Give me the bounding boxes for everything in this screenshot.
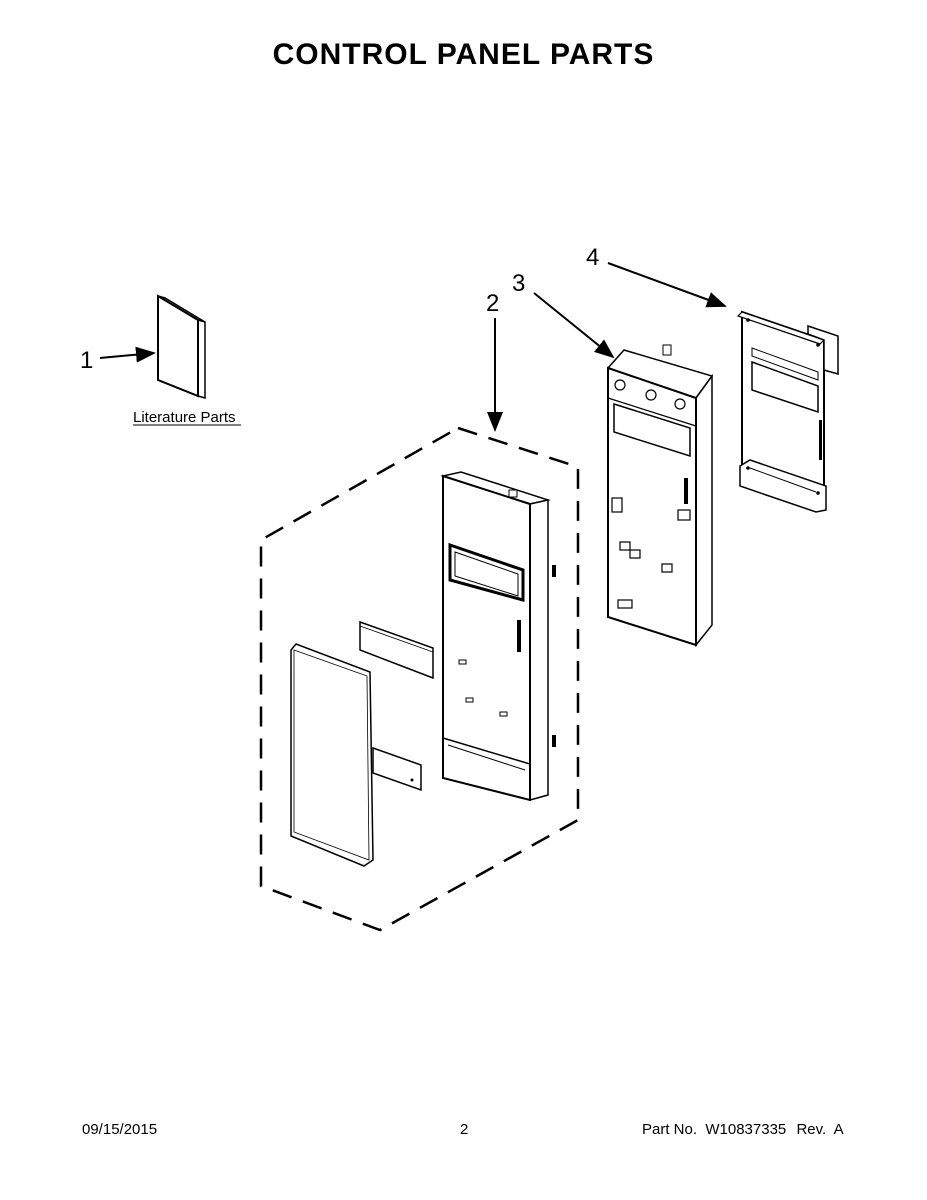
assembly-kit-boundary (259, 426, 580, 932)
footer-page-number: 2 (460, 1121, 469, 1138)
control-panel-frame (440, 471, 556, 802)
callout-2: 2 (486, 290, 499, 317)
page-title: CONTROL PANEL PARTS (272, 38, 655, 71)
literature-booklet (157, 294, 206, 399)
callout-1-arrow (99, 346, 156, 363)
callout-4-arrow (607, 262, 727, 308)
keypad-ribbon-tail (372, 746, 422, 792)
display-window (359, 620, 434, 680)
literature-parts-label: Literature Parts (133, 409, 236, 426)
footer-date: 09/15/2015 (82, 1121, 158, 1138)
control-panel-housing (606, 344, 714, 648)
callout-1: 1 (80, 347, 93, 374)
footer-part-number: Part No. W10837335 (642, 1121, 787, 1138)
callout-3: 3 (512, 270, 525, 297)
footer-revision: Rev. A (796, 1121, 844, 1138)
callout-4: 4 (586, 244, 599, 271)
control-board (736, 310, 839, 513)
footer-part-info: Part No. W10837335 Rev. A (642, 1121, 844, 1138)
keypad-membrane (290, 643, 374, 867)
callout-3-arrow (533, 292, 615, 359)
